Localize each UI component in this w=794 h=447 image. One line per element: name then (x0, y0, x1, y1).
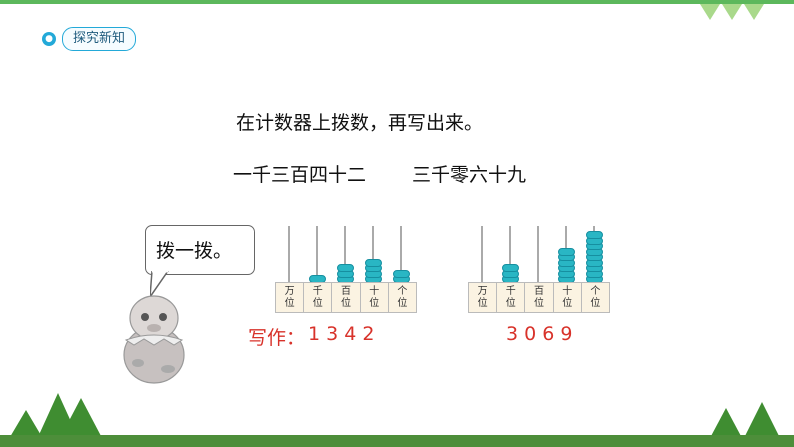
place-value-label: 个位 (389, 283, 416, 312)
place-value-char: 位 (590, 298, 600, 310)
place-value-label: 百位 (525, 283, 553, 312)
place-value-char: 个 (397, 286, 407, 298)
abacus-rod (481, 226, 483, 284)
place-value-label: 千位 (304, 283, 332, 312)
abacus-bead (502, 264, 519, 272)
place-value-char: 百 (341, 286, 351, 298)
top-triangle-decor (722, 4, 742, 20)
answer-first: 1 3 4 2 (308, 323, 374, 345)
top-decor-bar (0, 0, 794, 4)
place-value-char: 万 (478, 286, 488, 298)
abacus-bead (337, 264, 354, 272)
lightbulb-icon: ● (42, 32, 56, 46)
abacus-rod (537, 226, 539, 284)
abacus-bead (558, 248, 575, 256)
speech-bubble-text: 拨一拨。 (156, 236, 232, 263)
place-value-char: 万 (285, 286, 295, 298)
place-value-char: 百 (534, 286, 544, 298)
place-value-label: 万位 (276, 283, 304, 312)
place-value-char: 位 (397, 298, 407, 310)
place-value-label: 个位 (582, 283, 609, 312)
top-triangle-decor (744, 4, 764, 20)
section-title: 探究新知 (62, 27, 136, 51)
number-words-first: 一千三百四十二 (233, 160, 366, 187)
write-label: 写作： (248, 323, 305, 350)
place-value-char: 位 (534, 298, 544, 310)
answer-second: 3 0 6 9 (506, 323, 572, 345)
section-badge: ● 探究新知 (42, 27, 136, 51)
place-value-char: 位 (341, 298, 351, 310)
speech-bubble: 拨一拨。 (145, 225, 255, 275)
place-value-label: 千位 (497, 283, 525, 312)
place-value-char: 位 (478, 298, 488, 310)
mascot-egg-icon (114, 285, 194, 385)
place-value-char: 位 (506, 298, 516, 310)
place-value-char: 千 (506, 286, 516, 298)
place-value-char: 千 (313, 286, 323, 298)
pine-tree-icon (706, 398, 786, 438)
place-value-char: 位 (369, 298, 379, 310)
abacus-rod (288, 226, 290, 284)
place-value-char: 十 (369, 286, 379, 298)
place-value-char: 位 (313, 298, 323, 310)
place-value-labels: 万位千位百位十位个位 (468, 282, 610, 313)
abacus-left: 万位千位百位十位个位 (275, 218, 415, 312)
abacus-right: 万位千位百位十位个位 (468, 218, 608, 312)
top-triangle-decor (700, 4, 720, 20)
place-value-label: 百位 (332, 283, 360, 312)
place-value-char: 位 (562, 298, 572, 310)
place-value-char: 十 (562, 286, 572, 298)
bottom-grass-bar (0, 435, 794, 447)
pine-tree-icon (56, 396, 106, 436)
abacus-bead (365, 259, 382, 267)
place-value-labels: 万位千位百位十位个位 (275, 282, 417, 313)
abacus-bead (393, 270, 410, 278)
place-value-label: 十位 (554, 283, 582, 312)
abacus-bead (586, 231, 603, 239)
instruction-text: 在计数器上拨数，再写出来。 (236, 108, 483, 135)
place-value-char: 位 (285, 298, 295, 310)
place-value-char: 个 (590, 286, 600, 298)
number-words-second: 三千零六十九 (412, 160, 526, 187)
place-value-label: 十位 (361, 283, 389, 312)
place-value-label: 万位 (469, 283, 497, 312)
